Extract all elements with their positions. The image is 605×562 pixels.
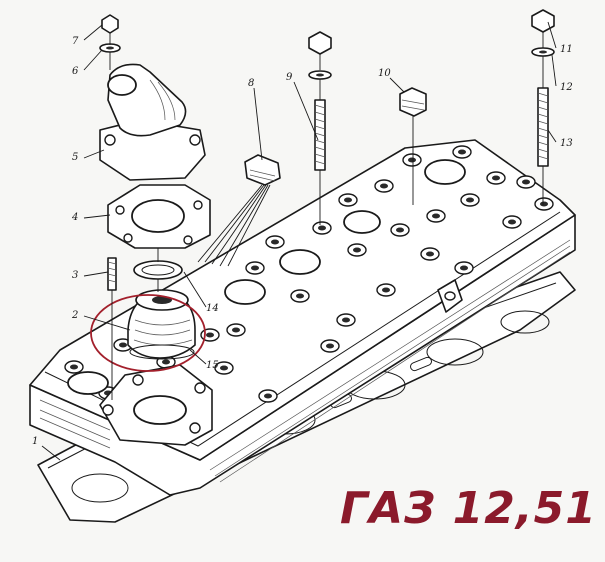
stud-short xyxy=(107,257,117,291)
callout-10: 10 xyxy=(378,68,391,79)
callout-7: 7 xyxy=(72,36,79,47)
callout-3: 3 xyxy=(72,270,78,281)
callout-1: 1 xyxy=(32,436,38,447)
callout-13: 13 xyxy=(560,138,573,149)
plug-top xyxy=(399,87,427,117)
seal-ring xyxy=(133,260,183,280)
model-caption: ГАЗ 12,51 xyxy=(340,483,597,534)
stud-long-center xyxy=(308,31,332,171)
outlet-flange xyxy=(99,364,213,446)
thermostat xyxy=(127,289,196,360)
callout-2: 2 xyxy=(71,310,78,321)
plug-small xyxy=(244,154,281,186)
drill-lines xyxy=(197,184,271,267)
callout-12: 12 xyxy=(560,82,573,93)
callout-leaders xyxy=(41,21,557,461)
callout-6: 6 xyxy=(72,66,79,77)
callout-4: 4 xyxy=(71,212,78,223)
callout-14: 14 xyxy=(206,303,219,314)
assembly-lines xyxy=(109,32,544,400)
callout-8: 8 xyxy=(248,78,254,89)
head-bolt-holes xyxy=(64,145,554,403)
callout-11: 11 xyxy=(560,44,573,55)
stud-long-right xyxy=(531,9,555,167)
callout-15: 15 xyxy=(206,360,219,371)
housing-gasket xyxy=(107,184,211,249)
outlet-elbow xyxy=(99,63,206,181)
highlight-circle xyxy=(90,294,206,372)
callout-labels: 1 2 3 4 5 6 7 8 9 10 11 12 13 14 15 xyxy=(32,36,573,447)
callout-5: 5 xyxy=(72,152,78,163)
side-boss xyxy=(437,279,463,313)
callout-9: 9 xyxy=(286,72,293,83)
